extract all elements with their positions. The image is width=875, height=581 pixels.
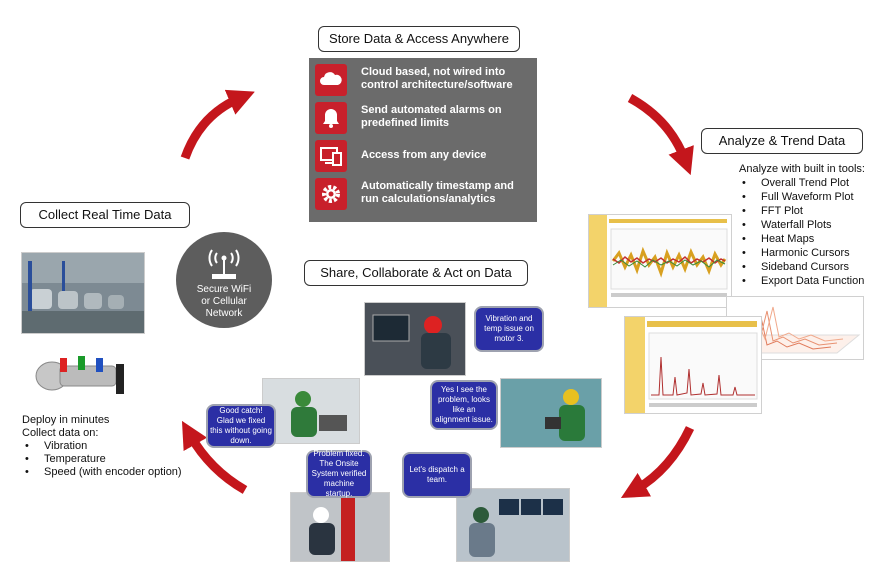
stage-store-title: Store Data & Access Anywhere xyxy=(318,26,520,52)
wifi-label-line: or Cellular xyxy=(201,296,247,307)
worker-machine-photo xyxy=(290,492,390,562)
plant-motors-photo xyxy=(21,252,145,334)
wifi-network-badge: Secure WiFi or Cellular Network xyxy=(176,232,272,328)
tool-item: FFT Plot xyxy=(739,204,865,218)
feature-row: Automatically timestamp and run calculat… xyxy=(315,178,533,210)
feature-row: Cloud based, not wired into control arch… xyxy=(315,64,533,96)
chat-bubble: Let's dispatch a team. xyxy=(402,452,472,498)
tool-item: Export Data Function xyxy=(739,274,865,288)
wifi-antenna-icon xyxy=(208,249,240,279)
feature-text: Automatically timestamp and run calculat… xyxy=(361,180,514,205)
tool-item: Waterfall Plots xyxy=(739,218,865,232)
features-panel: Cloud based, not wired into control arch… xyxy=(309,58,537,222)
deploy-item: Speed (with encoder option) xyxy=(22,466,182,479)
feature-text: Cloud based, not wired into control arch… xyxy=(361,66,513,91)
worker-laptop-photo xyxy=(262,378,360,444)
deploy-line: Collect data on: xyxy=(22,427,99,439)
trend-plot-screenshot xyxy=(588,214,732,308)
feature-text: Access from any device xyxy=(361,149,487,161)
chat-bubble: Problem fixed. The Onsite System verifie… xyxy=(306,449,372,498)
wifi-label-line: Secure WiFi xyxy=(196,284,252,295)
feature-row: Access from any device xyxy=(315,140,533,172)
worker-tablet-photo xyxy=(500,378,602,448)
tool-item: Sideband Cursors xyxy=(739,260,865,274)
arrow-top-right xyxy=(627,94,694,176)
arrow-bottom-left xyxy=(181,420,248,494)
feature-row: Send automated alarms on predefined limi… xyxy=(315,102,533,134)
deploy-list: Vibration Temperature Speed (with encode… xyxy=(22,440,182,479)
devices-icon xyxy=(315,140,347,172)
stage-collect-title: Collect Real Time Data xyxy=(20,202,190,228)
deploy-line: Deploy in minutes xyxy=(22,414,110,426)
cloud-icon xyxy=(315,64,347,96)
stage-share-title: Share, Collaborate & Act on Data xyxy=(304,260,528,286)
arrow-bottom-right xyxy=(620,426,695,499)
arrow-top-left xyxy=(180,89,255,160)
gear-icon xyxy=(315,178,347,210)
deploy-item: Vibration xyxy=(22,440,182,453)
chat-bubble: Good catch! Glad we fixed this without g… xyxy=(206,404,276,448)
wifi-label-line: Network xyxy=(205,308,243,319)
analyze-tools-intro: Analyze with built in tools: xyxy=(739,163,865,175)
alarm-bell-icon xyxy=(315,102,347,134)
tool-item: Overall Trend Plot xyxy=(739,176,865,190)
chat-bubble: Yes I see the problem, looks like an ali… xyxy=(430,380,498,430)
feature-text: Send automated alarms on predefined limi… xyxy=(361,104,502,129)
control-room-photo xyxy=(456,488,570,562)
fft-plot-screenshot xyxy=(624,316,762,414)
wifi-label: Secure WiFi or Cellular Network xyxy=(176,284,272,320)
deploy-item: Temperature xyxy=(22,453,182,466)
tool-item: Harmonic Cursors xyxy=(739,246,865,260)
chat-bubble: Vibration and temp issue on motor 3. xyxy=(474,306,544,352)
stage-analyze-title: Analyze & Trend Data xyxy=(701,128,863,154)
analyze-tools-list: Overall Trend Plot Full Waveform Plot FF… xyxy=(739,176,865,288)
deploy-info: Deploy in minutes Collect data on: Vibra… xyxy=(22,414,182,479)
sensor-device-photo xyxy=(30,350,130,400)
tool-item: Heat Maps xyxy=(739,232,865,246)
analyze-tools: Analyze with built in tools: Overall Tre… xyxy=(739,162,865,288)
worker-monitor-photo xyxy=(364,302,466,376)
tool-item: Full Waveform Plot xyxy=(739,190,865,204)
